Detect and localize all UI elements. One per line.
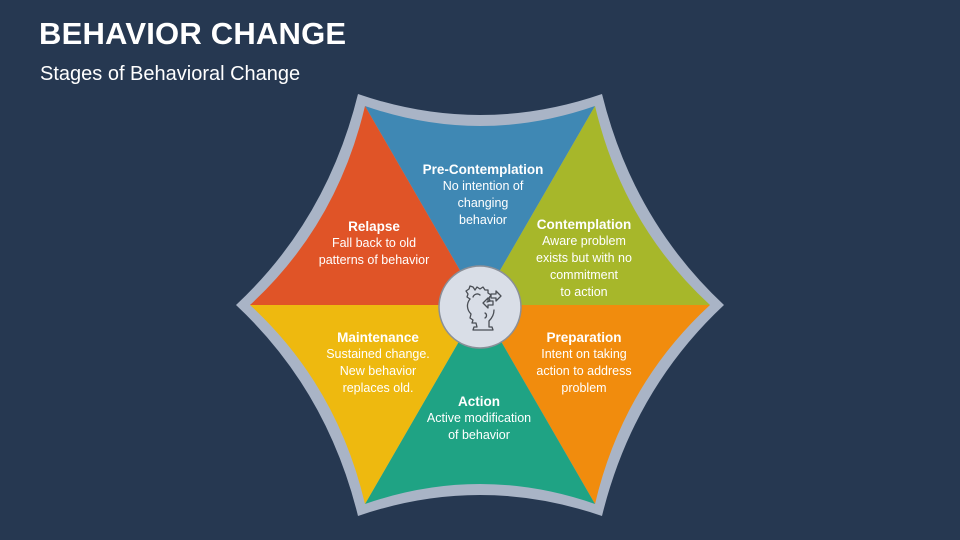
stage-description: Fall back to old patterns of behavior <box>318 236 430 267</box>
segment-maintenance[interactable] <box>250 305 480 504</box>
stage-pre-contemplation: Pre-Contemplation No intention of changi… <box>423 161 544 229</box>
stage-description: Active modification of behavior <box>426 411 532 442</box>
stage-title: Contemplation <box>536 217 632 232</box>
stage-title: Action <box>458 394 500 409</box>
stage-preparation: Preparation Intent on taking action to a… <box>536 329 631 397</box>
segment-contemplation[interactable] <box>480 106 710 305</box>
stage-relapse: Relapse Fall back to old patterns of beh… <box>319 218 430 269</box>
segment-preparation[interactable] <box>480 305 710 504</box>
head-gear-arrows-icon <box>465 285 502 331</box>
stage-description: Intent on taking action to address probl… <box>536 347 632 395</box>
stage-description: No intention of changing behavior <box>442 179 524 227</box>
stage-contemplation: Contemplation Aware problem exists but w… <box>536 216 632 301</box>
stage-description: Sustained change. New behavior replaces … <box>326 347 430 395</box>
stage-maintenance: Maintenance Sustained change. New behavi… <box>326 329 430 397</box>
slide-title: BEHAVIOR CHANGE <box>39 16 347 51</box>
stage-title: Pre-Contemplation <box>422 162 544 177</box>
center-circle <box>438 265 522 349</box>
stage-title: Preparation <box>546 330 622 345</box>
stage-title: Relapse <box>348 219 400 234</box>
segment-action[interactable] <box>365 305 595 504</box>
segment-relapse[interactable] <box>250 106 480 305</box>
stage-title: Maintenance <box>337 330 419 345</box>
stage-description: Aware problem exists but with no commitm… <box>536 234 632 299</box>
slide-subtitle: Stages of Behavioral Change <box>40 63 301 85</box>
stage-action: Action Active modification of behavior <box>427 393 531 444</box>
segment-pre-contemplation[interactable] <box>365 106 595 305</box>
